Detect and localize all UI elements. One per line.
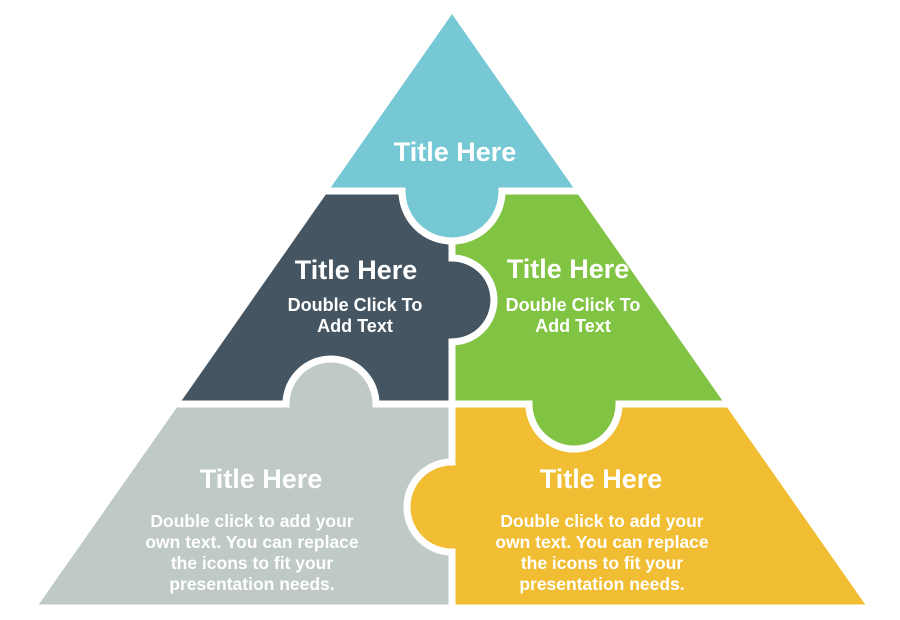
- piece-middle-right-body[interactable]: Double Click To Add Text: [505, 295, 641, 336]
- piece-bottom-right-title[interactable]: Title Here: [539, 464, 663, 494]
- piece-middle-left-title[interactable]: Title Here: [294, 255, 418, 285]
- piece-bottom-left-title[interactable]: Title Here: [199, 464, 323, 494]
- piece-middle-right-title[interactable]: Title Here: [506, 254, 630, 284]
- piece-bottom-right-body[interactable]: Double click to add your own text. You c…: [495, 511, 709, 594]
- piece-top-shape[interactable]: [317, 1, 587, 245]
- piece-bottom-left-body[interactable]: Double click to add your own text. You c…: [145, 511, 359, 594]
- piece-middle-left-body[interactable]: Double Click To Add Text: [287, 295, 423, 336]
- piece-top-title[interactable]: Title Here: [393, 137, 517, 167]
